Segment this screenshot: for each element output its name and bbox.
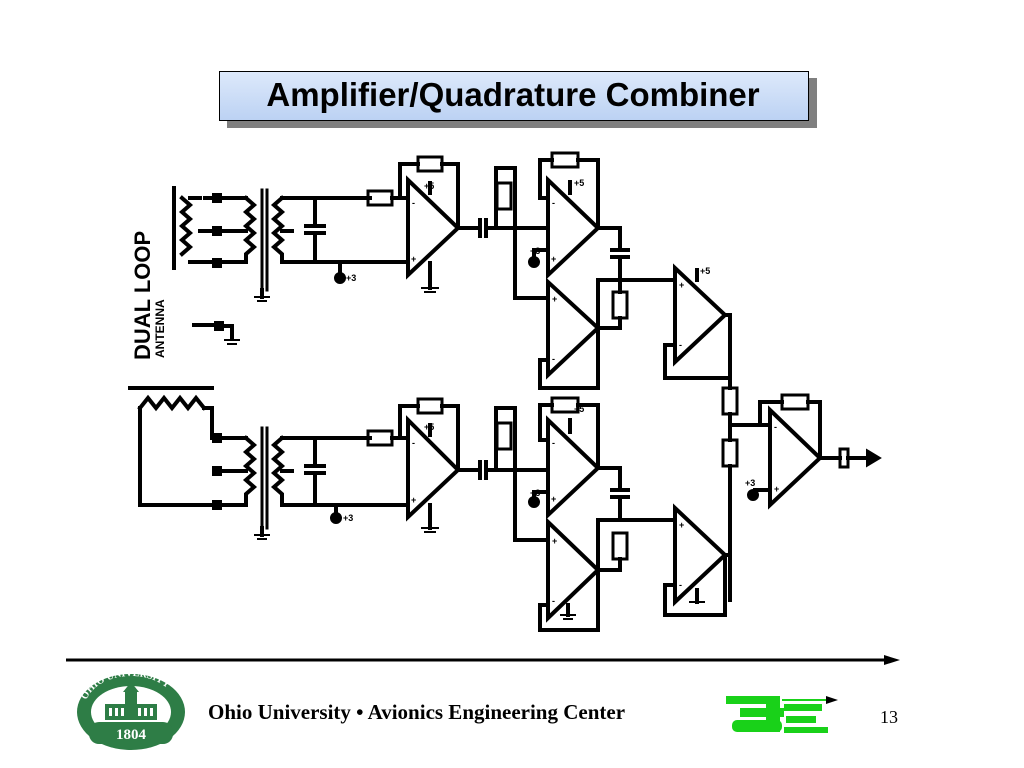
- opamp-output: [768, 405, 823, 510]
- opamp-minus-sign: -: [679, 580, 682, 590]
- supply-label: +5: [574, 178, 584, 188]
- opamp-3-lower: [546, 517, 601, 623]
- opamp-minus-sign: -: [552, 354, 555, 364]
- opamp-minus-sign: -: [552, 596, 555, 606]
- opamp-plus-sign: +: [552, 294, 557, 304]
- transformer-primary-lower: [242, 435, 258, 507]
- opamp-minus-sign: -: [552, 198, 555, 208]
- opamp-minus-sign: -: [412, 198, 415, 208]
- transformer-secondary-upper: [270, 195, 286, 264]
- opamp-plus-sign: +: [551, 494, 556, 504]
- supply-label: +3: [745, 478, 755, 488]
- avionics-center-logo: [726, 696, 838, 733]
- page-number: 13: [880, 707, 898, 727]
- opamp-4-lower: [673, 503, 728, 607]
- antenna-sublabel: ANTENNA: [153, 299, 167, 358]
- transformer-secondary-lower: [270, 435, 286, 507]
- ohio-university-seal-logo: OHIO UNIVERSITY 1804: [77, 668, 185, 750]
- supply-label: +5: [700, 266, 710, 276]
- opamp-1-upper: [406, 175, 461, 280]
- opamp-minus-sign: -: [552, 438, 555, 448]
- transformer-primary-upper: [242, 195, 258, 264]
- title-box: [219, 71, 809, 121]
- opamp-plus-sign: +: [411, 495, 416, 505]
- opamp-plus-sign: +: [552, 536, 557, 546]
- supply-label: +5: [574, 404, 584, 414]
- supply-label: +5: [424, 181, 434, 191]
- slide-title: Amplifier/Quadrature Combiner: [266, 76, 760, 113]
- opamp-plus-sign: +: [679, 280, 684, 290]
- opamp-plus-sign: +: [774, 484, 779, 494]
- slide-title-container: Amplifier/Quadrature Combiner: [219, 71, 817, 128]
- supply-label: +3: [530, 246, 540, 256]
- supply-label: +3: [343, 513, 353, 523]
- footer-divider-arrow: [884, 655, 900, 665]
- opamp-1-lower: [406, 415, 461, 522]
- opamp-2-upper: [546, 175, 601, 280]
- opamp-4-upper: [673, 263, 728, 367]
- opamp-2-lower: [546, 415, 601, 520]
- antenna-label: DUAL LOOP: [130, 231, 155, 360]
- opamp-plus-sign: +: [551, 254, 556, 264]
- antenna-coil-lower: [137, 394, 207, 412]
- opamp-plus-sign: +: [411, 254, 416, 264]
- opamp-3-upper: [546, 277, 601, 380]
- opamp-plus-sign: +: [679, 520, 684, 530]
- opamp-minus-sign: -: [774, 422, 777, 432]
- supply-label: +3: [530, 488, 540, 498]
- footer-center-text: Ohio University • Avionics Engineering C…: [208, 700, 626, 724]
- opamp-minus-sign: -: [679, 340, 682, 350]
- opamp-minus-sign: -: [412, 438, 415, 448]
- supply-label: +3: [346, 273, 356, 283]
- seal-year: 1804: [116, 727, 147, 743]
- supply-label: +5: [424, 422, 434, 432]
- antenna-coil-upper: [178, 195, 194, 257]
